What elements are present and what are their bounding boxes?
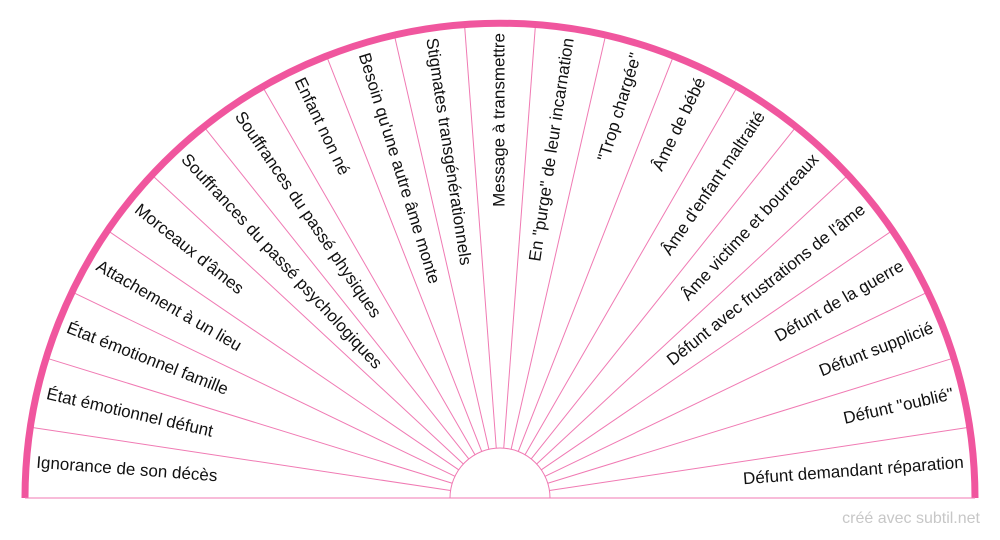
sector-label: Message à transmettre xyxy=(489,33,508,207)
sector-divider xyxy=(510,36,606,450)
sector-divider xyxy=(152,175,464,465)
sector-divider xyxy=(326,57,483,452)
sector-divider xyxy=(47,358,453,484)
sector-divider xyxy=(536,175,848,465)
sector-divider xyxy=(32,427,451,492)
sector-divider xyxy=(544,292,927,477)
sector-label: Stigmates transgénérationnels xyxy=(422,37,475,267)
sector-divider xyxy=(464,26,497,449)
sector-label: État émotionnel défunt xyxy=(45,384,215,440)
sector-dividers xyxy=(32,26,968,492)
sector-divider xyxy=(204,127,470,460)
sector-divider xyxy=(394,36,490,450)
sector-label: Défunt supplicié xyxy=(816,318,936,380)
sector-label: Enfant non né xyxy=(291,74,354,178)
sector-label: Défunt "oublié" xyxy=(842,384,956,428)
sector-label: Âme victime et bourreaux xyxy=(677,150,822,305)
sector-label: Ignorance de son décès xyxy=(36,453,218,486)
inner-hub-arc xyxy=(449,447,551,499)
outer-arc xyxy=(21,19,979,499)
sector-divider xyxy=(517,57,674,452)
sector-divider xyxy=(503,26,536,449)
sector-divider xyxy=(108,231,459,471)
sector-divider xyxy=(73,292,456,477)
sector-label: Défunt demandant réparation xyxy=(742,453,964,488)
sector-label: Âme de bébé xyxy=(648,74,709,173)
sector-label: En "purge" de leur incarnation xyxy=(525,37,577,263)
sector-divider xyxy=(524,88,737,455)
sector-labels: Ignorance de son décès État émotionnel dé… xyxy=(36,33,965,488)
sector-divider xyxy=(541,231,892,471)
credit-text: créé avec subtil.net xyxy=(842,510,980,527)
sector-divider xyxy=(547,358,953,484)
sector-divider xyxy=(530,127,796,460)
sector-divider xyxy=(263,88,476,455)
sector-divider xyxy=(549,427,968,492)
